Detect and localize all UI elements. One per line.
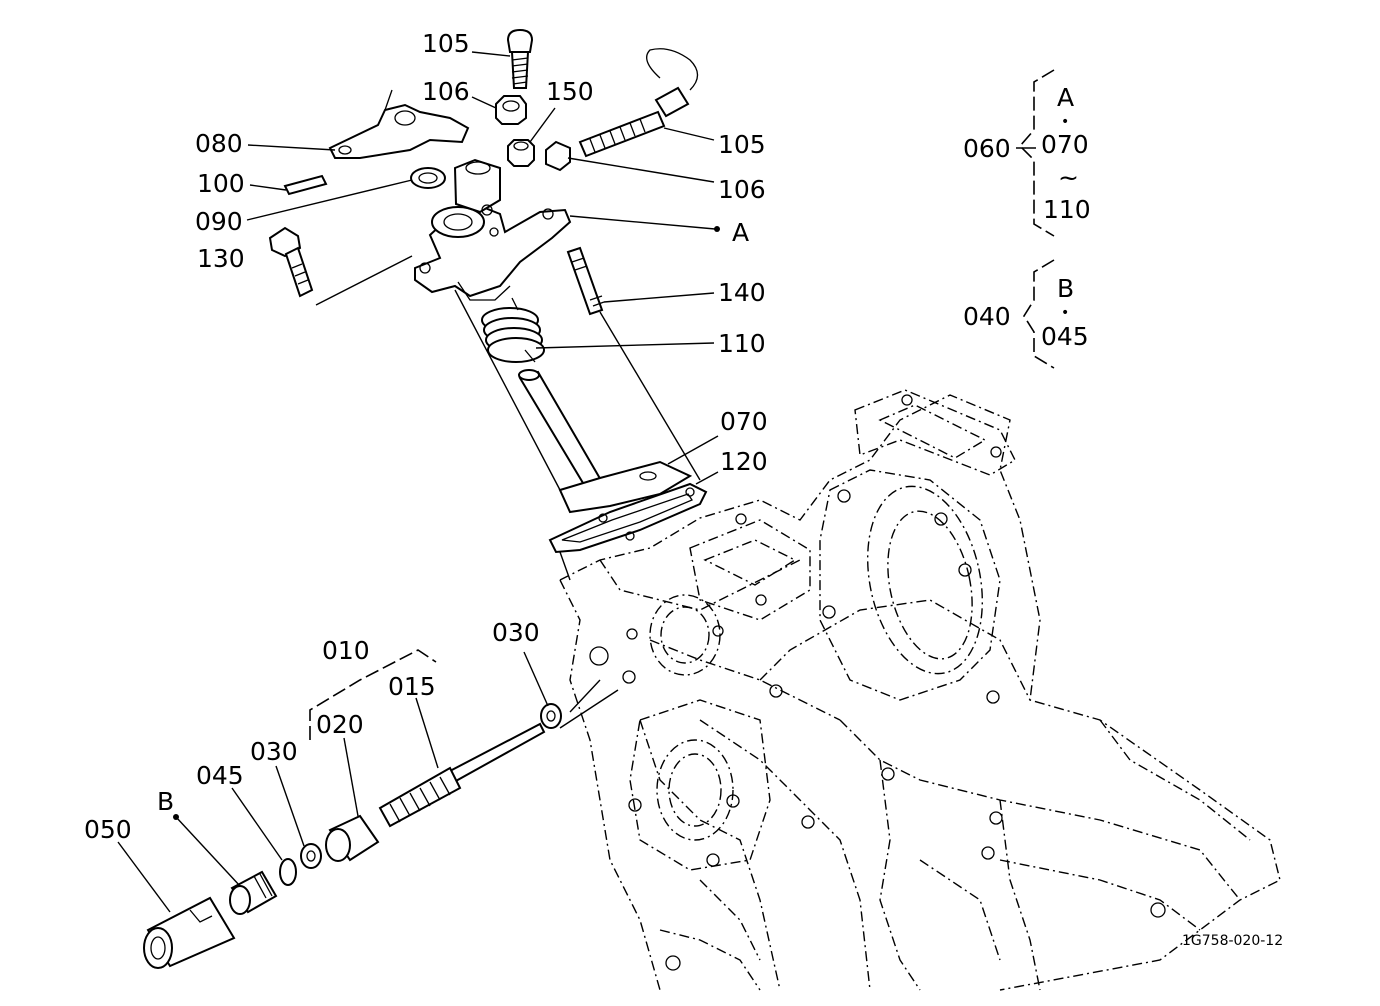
callout-130: 130: [197, 244, 245, 273]
pin-100: [283, 174, 328, 196]
tube-050: [143, 896, 236, 969]
shaft-070: [518, 369, 693, 514]
callout-010: 010: [322, 636, 370, 665]
bolt-105-top: [506, 28, 534, 89]
washer-030-low: [300, 843, 322, 869]
callout-105-top: 105: [422, 29, 470, 58]
callout-B: B: [157, 787, 174, 816]
sleeve-045-body: [229, 870, 278, 915]
callout-015: 015: [388, 672, 436, 701]
bushing-020: [325, 814, 380, 862]
callout-030-mid: 030: [492, 618, 540, 647]
legend-060-line-1: A: [1057, 83, 1074, 112]
legend-060-line-2: 070: [1041, 130, 1089, 159]
callout-105-right: 105: [718, 130, 766, 159]
lever-080: [328, 89, 470, 159]
washer-030-mid: [540, 703, 562, 729]
callout-labels: 105 106 150 080 105 100 106 090 A 130 14…: [84, 29, 768, 844]
bolt-130: [268, 226, 314, 298]
housing-bolt-holes: [589, 394, 1166, 971]
legend-040-line-1: B: [1057, 274, 1074, 303]
callout-110: 110: [718, 329, 766, 358]
legend-040-dot: •: [1061, 305, 1069, 321]
legend-060-code: 060: [963, 134, 1011, 163]
legend-brackets: [1016, 69, 1055, 369]
legend-040-code: 040: [963, 302, 1011, 331]
legend-060-tilde: ~: [1058, 163, 1079, 192]
nut-150: [507, 139, 535, 167]
legend-060-line-3: 110: [1043, 195, 1091, 224]
callout-030-low: 030: [250, 737, 298, 766]
callout-100: 100: [197, 169, 245, 198]
gasket-120: [548, 482, 708, 554]
gear-case-housing: [559, 389, 1281, 991]
callout-106-top: 106: [422, 77, 470, 106]
spring-110: [481, 297, 545, 363]
callout-080: 080: [195, 129, 243, 158]
diagram-code: 1G758-020-12: [1182, 933, 1283, 949]
seal-090: [410, 167, 446, 189]
callout-120: 120: [720, 447, 768, 476]
stud-140: [566, 246, 605, 316]
callout-140: 140: [718, 278, 766, 307]
bolt-105-right: [578, 48, 699, 158]
callout-050: 050: [84, 815, 132, 844]
pump-body: [414, 158, 572, 301]
legend-040: 040 B • 045: [963, 274, 1089, 351]
leader-lines: [117, 51, 720, 913]
legend-040-line-2: 045: [1041, 322, 1089, 351]
callout-150: 150: [546, 77, 594, 106]
callout-A: A: [732, 218, 749, 247]
nut-106-right: [545, 140, 571, 172]
nut-106-top: [495, 95, 527, 125]
callout-070: 070: [720, 407, 768, 436]
callout-020: 020: [316, 710, 364, 739]
rod-015: [378, 722, 546, 828]
callout-106-right: 106: [718, 175, 766, 204]
legend-060-dot: •: [1061, 114, 1069, 130]
callout-090: 090: [195, 207, 243, 236]
callout-045: 045: [196, 761, 244, 790]
clip-045: [279, 858, 297, 886]
legend-060: 060 A • 070 ~ 110: [963, 83, 1091, 224]
